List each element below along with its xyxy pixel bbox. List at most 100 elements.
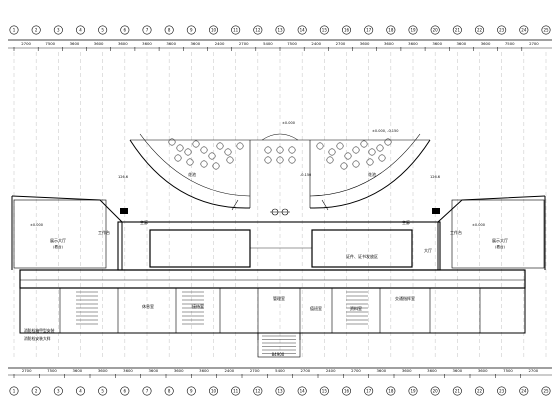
bottom-grid-bubble-label: 2 — [35, 389, 38, 394]
top-dim-text: 3600 — [166, 41, 176, 46]
bottom-dim-text: 3600 — [72, 368, 82, 373]
bottom-dim-text: 2700 — [351, 368, 361, 373]
tree-symbol — [316, 142, 324, 150]
bottom-grid-bubble-label: 9 — [190, 389, 193, 394]
bottom-grid-bubble-label: 1 — [13, 389, 16, 394]
bottom-dim-text: 2700 — [22, 368, 32, 373]
top-grid-bubble-6 — [120, 25, 130, 35]
bottom-grid-bubble-17 — [364, 386, 374, 396]
top-grid-bubble-label: 23 — [499, 28, 505, 33]
bottom-grid-bubble-label: 19 — [410, 389, 416, 394]
label-room-3: 管理室 — [273, 295, 285, 301]
total-dimension: 84900 — [272, 352, 285, 357]
elev-plaza: ±0.000 — [282, 121, 295, 125]
label-workroom-left: 工作台 — [98, 229, 110, 235]
top-dim-text: 3600 — [432, 41, 442, 46]
bottom-grid-bubble-label: 15 — [322, 389, 328, 394]
label-room-6: 资料室 — [350, 305, 362, 311]
tree-symbol — [352, 146, 360, 154]
tree-symbol — [288, 156, 296, 164]
tree-symbol — [276, 156, 284, 164]
top-grid-bubble-15 — [319, 25, 329, 35]
top-dim-text: 3600 — [384, 41, 394, 46]
tree-symbol — [236, 142, 244, 150]
top-grid-bubble-label: 18 — [388, 28, 394, 33]
elev-right-wing: 126.6 — [430, 175, 440, 179]
top-dim-text: 3600 — [70, 41, 80, 46]
top-dim-text: 2700 — [21, 41, 31, 46]
top-grid-bubble-14 — [297, 25, 307, 35]
bottom-grid-bubble-label: 18 — [388, 389, 394, 394]
bottom-grid-bubble-label: 16 — [344, 389, 350, 394]
bottom-dim-text: 3600 — [98, 368, 108, 373]
top-dim-text: 3600 — [191, 41, 201, 46]
label-hall-right: 展示大厅 — [492, 237, 508, 243]
tree-symbol — [186, 158, 194, 166]
top-dim-text: 7500 — [45, 41, 55, 46]
top-grid-bubble-10 — [209, 25, 219, 35]
tree-symbol — [174, 154, 182, 162]
bottom-grid-bubble-8 — [164, 386, 174, 396]
grid-axis-lines — [13, 52, 547, 360]
top-dim-text: 3600 — [360, 41, 370, 46]
bottom-grid-bubble-3 — [53, 386, 63, 396]
tree-symbol — [376, 144, 384, 152]
top-grid-bubble-18 — [386, 25, 396, 35]
top-grid-bubble-label: 17 — [366, 28, 372, 33]
top-grid-bubble-8 — [164, 25, 174, 35]
bottom-grid-bubble-label: 24 — [521, 389, 527, 394]
planter-trees — [168, 138, 392, 170]
top-grid-bubble-label: 25 — [543, 28, 549, 33]
tree-symbol — [344, 152, 352, 160]
label-workroom-right: 工作台 — [450, 229, 462, 235]
bottom-dim-text: 2700 — [250, 368, 260, 373]
bottom-grid-bubble-label: 20 — [433, 389, 439, 394]
top-grid-bubble-label: 3 — [57, 28, 60, 33]
tree-symbol — [168, 138, 176, 146]
label-lobby: 大厅 — [424, 247, 432, 253]
top-grid-bubble-21 — [452, 25, 462, 35]
top-grid-bubble-13 — [275, 25, 285, 35]
bottom-grid-bubble-1 — [9, 386, 19, 396]
room-labels: 展示大厅 (看台) 展示大厅 (看台) ±0.000 ±0.000 工作台 工作… — [30, 171, 508, 311]
bottom-grid-bubble-label: 5 — [101, 389, 104, 394]
top-dim-text: 5400 — [263, 41, 273, 46]
label-hall-left: 展示大厅 — [50, 237, 66, 243]
legend-line-1: 消防栓箱甲型安装 — [24, 328, 55, 333]
top-grid-bubble-12 — [253, 25, 263, 35]
tree-symbol — [224, 148, 232, 156]
bottom-grid-bubble-label: 25 — [543, 389, 549, 394]
bottom-grid-bubble-13 — [275, 386, 285, 396]
top-grid-bubble-20 — [430, 25, 440, 35]
top-grid-bubble-label: 1 — [13, 28, 16, 33]
bottom-grid-bubble-label: 10 — [211, 389, 217, 394]
bottom-grid-bubble-18 — [386, 386, 396, 396]
entrance-doors — [231, 199, 329, 216]
tree-symbol — [264, 156, 272, 164]
bottom-grid-bubble-label: 22 — [477, 389, 483, 394]
tree-symbol — [184, 148, 192, 156]
label-hall-right-sub: (看台) — [495, 244, 505, 249]
top-grid-bubble-label: 11 — [233, 28, 239, 33]
top-grid-bubble-5 — [98, 25, 108, 35]
top-dim-text: 3600 — [118, 41, 128, 46]
top-dim-text: 3600 — [142, 41, 152, 46]
top-grid-bubble-4 — [76, 25, 86, 35]
top-grid-bubble-label: 13 — [277, 28, 283, 33]
top-grid-bubble-label: 9 — [190, 28, 193, 33]
bottom-dim-text: 7500 — [503, 368, 513, 373]
tree-symbol — [216, 142, 224, 150]
top-dim-text: 3600 — [408, 41, 418, 46]
top-dim-text: 3600 — [94, 41, 104, 46]
tree-symbol — [276, 146, 284, 154]
top-grid-bubble-3 — [53, 25, 63, 35]
label-room-4: 值班室 — [310, 305, 322, 311]
bottom-dim-text: 3600 — [402, 368, 412, 373]
bottom-grid-bubble-label: 3 — [57, 389, 60, 394]
top-grid-bubble-label: 10 — [211, 28, 217, 33]
tree-symbol — [366, 158, 374, 166]
tree-symbol — [226, 156, 234, 164]
tree-symbol — [200, 146, 208, 154]
